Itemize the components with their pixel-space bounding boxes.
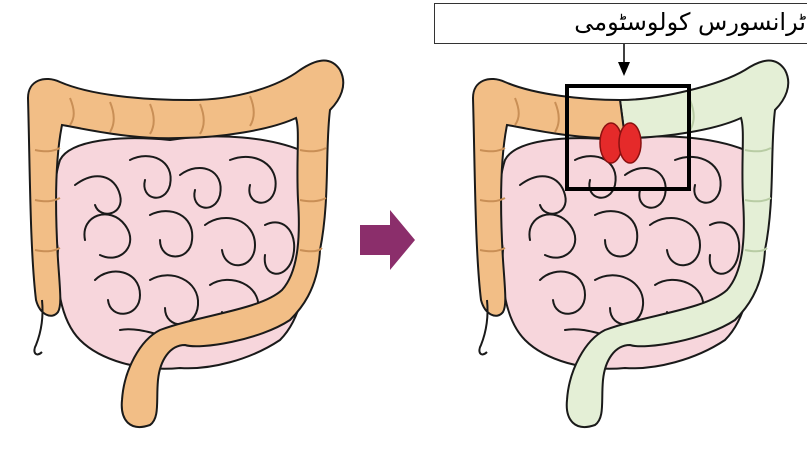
- annotation-label: ٹرانسورس کولوسٹومی: [574, 6, 806, 38]
- pointer-arrow-icon: [618, 62, 630, 76]
- annotation-label-box: ٹرانسورس کولوسٹومی: [434, 3, 807, 44]
- right-arrow-icon: [360, 210, 415, 270]
- stoma-icon: [619, 123, 641, 163]
- normal-colon-illustration: [28, 61, 343, 427]
- colostomy-colon-illustration: [473, 61, 788, 427]
